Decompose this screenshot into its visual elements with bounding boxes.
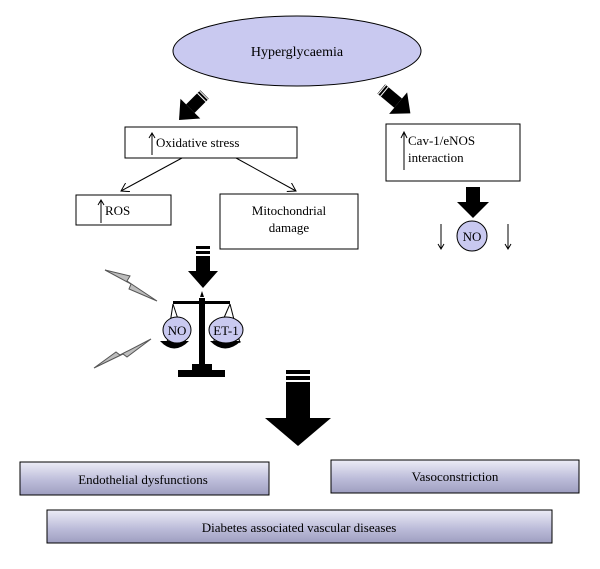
hyperglycaemia-label: Hyperglycaemia [251,45,344,60]
mitochondrial-damage-box: Mitochondrial damage [219,193,359,250]
lightning-bolt-icon [93,338,152,369]
cav-enos-label-line1: Cav-1/eNOS [408,133,475,148]
down-arrow-icon [504,224,512,250]
hyperglycaemia-node: Hyperglycaemia [172,15,422,87]
bold-arrow-to-cav-enos [377,84,411,114]
bold-arrow-to-no [457,187,489,218]
thin-arrow-to-ros [121,157,183,191]
mitochondrial-label-line1: Mitochondrial [252,203,327,218]
up-arrow-icon [97,199,105,223]
striped-arrow-to-balance [188,246,218,288]
diabetes-vascular-diseases-box: Diabetes associated vascular diseases [46,509,553,544]
endothelial-dysfunctions-label: Endothelial dysfunctions [78,472,208,487]
thin-arrow-to-mitochondrial-damage [235,157,296,191]
bold-arrow-to-oxidative-stress [179,90,209,120]
vasoconstriction-box: Vasoconstriction [330,459,580,494]
oxidative-stress-box: Oxidative stress [124,126,298,159]
balance-no-label: NO [168,323,187,338]
balance-et1-label: ET-1 [213,323,239,338]
down-arrow-icon [437,224,445,250]
ros-label: ROS [105,203,130,218]
cav-enos-box: Cav-1/eNOS interaction [385,123,521,182]
ros-box: ROS [75,194,172,226]
endothelial-dysfunctions-box: Endothelial dysfunctions [19,461,270,496]
vasoconstriction-label: Vasoconstriction [412,469,499,484]
no-label: NO [463,229,482,244]
up-arrow-icon [148,132,156,155]
big-striped-arrow-down [265,370,331,446]
no-decrease-node: NO [437,220,512,252]
up-arrow-icon [400,130,408,170]
mitochondrial-label-line2: damage [269,220,310,235]
cav-enos-label-line2: interaction [408,150,464,165]
lightning-bolt-icon [104,269,158,302]
balance-scale-icon: NO ET-1 [160,291,244,377]
oxidative-stress-label: Oxidative stress [156,135,239,150]
diabetes-vascular-diseases-label: Diabetes associated vascular diseases [202,520,397,535]
